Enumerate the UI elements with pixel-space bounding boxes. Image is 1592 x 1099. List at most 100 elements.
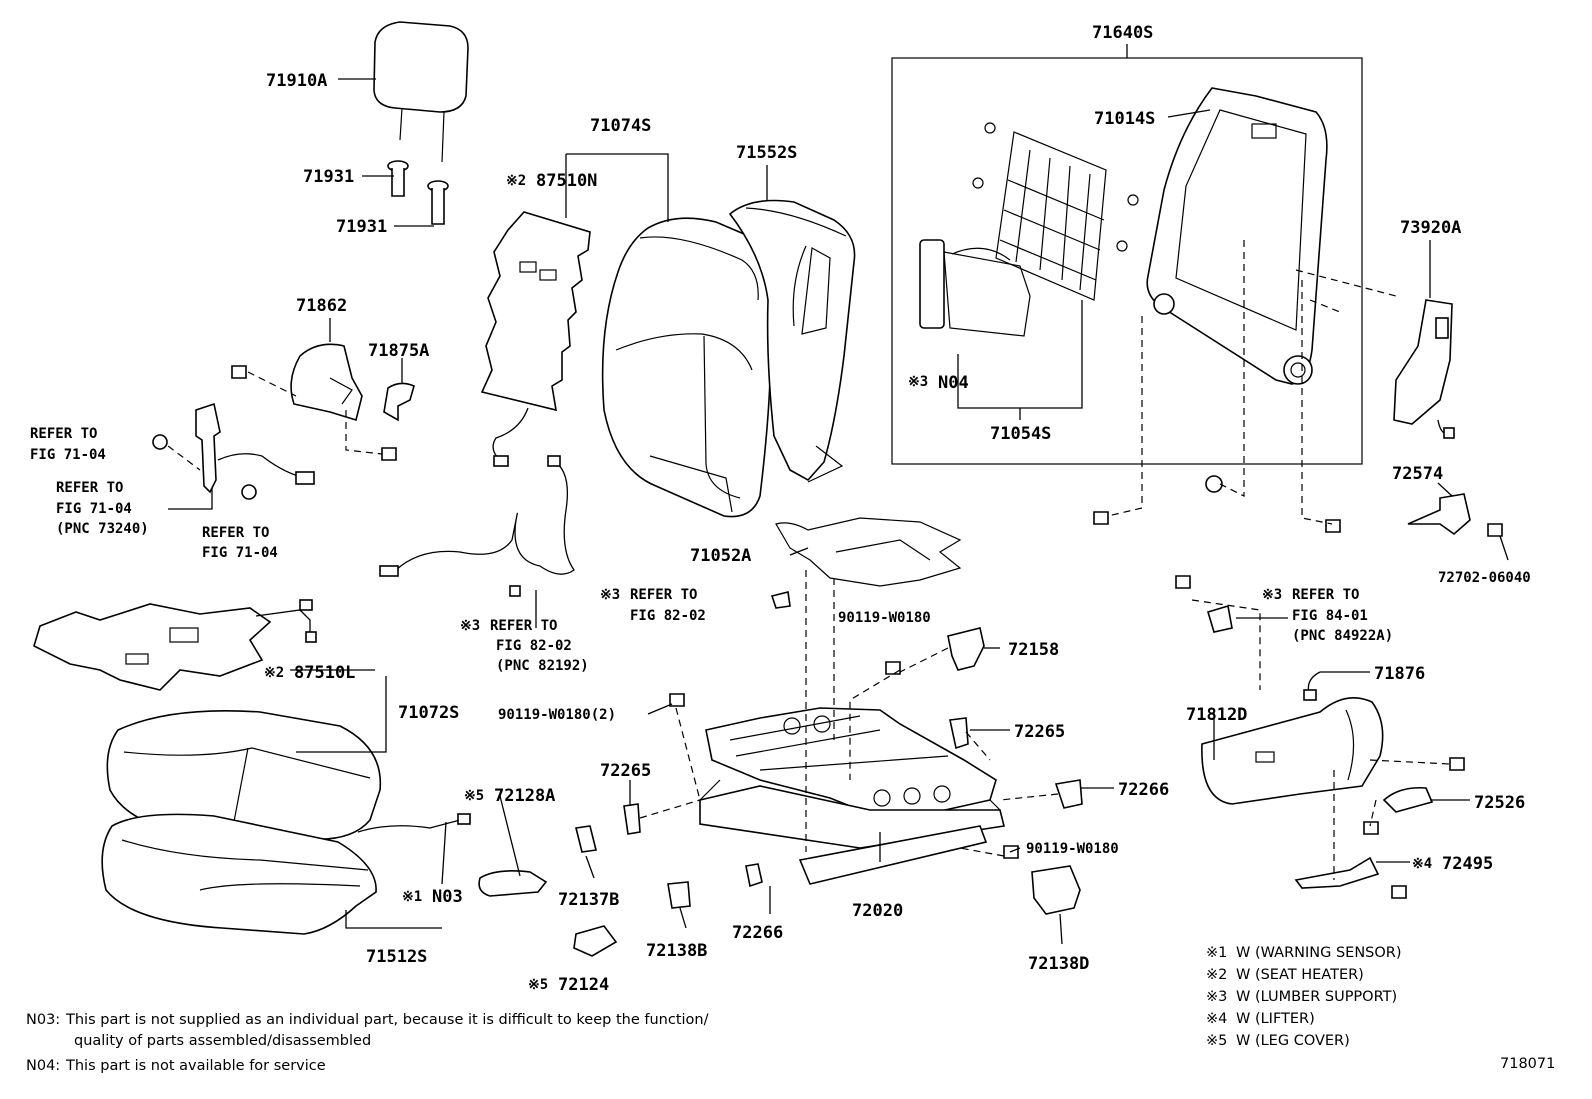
- warning-sensor-part[interactable]: [357, 813, 471, 833]
- knob-72526-part[interactable]: [1382, 786, 1434, 813]
- label-72495[interactable]: 72495: [1442, 854, 1493, 874]
- belt-cover-71862-part[interactable]: [290, 343, 363, 422]
- label-72138D[interactable]: 72138D: [1028, 954, 1089, 974]
- label-72702-06040[interactable]: 72702-06040: [1438, 570, 1531, 586]
- refer-a-line2[interactable]: FIG 71-04: [30, 447, 106, 463]
- refer-e-line2[interactable]: FIG 82-02: [630, 608, 706, 624]
- note-n03-code: N03:: [26, 1012, 60, 1028]
- label-71072S[interactable]: 71072S: [398, 703, 459, 723]
- seatback-cover-part[interactable]: [601, 217, 777, 518]
- refer-c-line1[interactable]: REFER TO: [202, 525, 269, 541]
- seat-shield-part[interactable]: [1201, 696, 1384, 805]
- label-72137B[interactable]: 72137B: [558, 890, 619, 910]
- label-71876[interactable]: 71876: [1374, 664, 1425, 684]
- assembly-dash-lines: [167, 240, 1451, 880]
- label-72526[interactable]: 72526: [1474, 793, 1525, 813]
- refer-b-line2[interactable]: FIG 71-04: [56, 501, 132, 517]
- cushion-cover-part[interactable]: [106, 710, 382, 840]
- part-labels: 71910A 71931 71931 71074S ※2 87510N 7155…: [30, 23, 1531, 995]
- refer-d-line1[interactable]: REFER TO: [490, 618, 557, 634]
- refer-d-line3[interactable]: (PNC 82192): [496, 658, 589, 674]
- label-71875A[interactable]: 71875A: [368, 341, 429, 361]
- legend-mark-1: ※1: [1206, 945, 1227, 961]
- belt-buckle-part[interactable]: [195, 402, 315, 494]
- label-72574[interactable]: 72574: [1392, 464, 1443, 484]
- seatback-heater-part[interactable]: [480, 211, 591, 467]
- refer-f-line2[interactable]: FIG 84-01: [1292, 608, 1368, 624]
- label-N03[interactable]: N03: [432, 887, 463, 907]
- label-72266-right[interactable]: 72266: [1118, 780, 1169, 800]
- lifter-knob-72495-part[interactable]: [1294, 856, 1380, 889]
- leg-cover-72128A-part[interactable]: [478, 870, 548, 897]
- label-71552S[interactable]: 71552S: [736, 143, 797, 163]
- label-72265-right[interactable]: 72265: [1014, 722, 1065, 742]
- note-n03-line2: quality of parts assembled/disassembled: [74, 1033, 371, 1049]
- bolts-right: [669, 475, 1503, 899]
- label-73920A[interactable]: 73920A: [1400, 218, 1461, 238]
- label-71512S[interactable]: 71512S: [366, 947, 427, 967]
- clip-71876-part[interactable]: [1303, 671, 1321, 701]
- label-71014S[interactable]: 71014S: [1094, 109, 1155, 129]
- cover-72138B-part[interactable]: [667, 881, 691, 909]
- label-bolt-a[interactable]: 90119-W0180: [838, 610, 931, 626]
- refer-f-line1[interactable]: REFER TO: [1292, 587, 1359, 603]
- label-71074S[interactable]: 71074S: [590, 116, 651, 136]
- leg-cover-72124-part[interactable]: [573, 925, 618, 957]
- refer-b-line3[interactable]: (PNC 73240): [56, 521, 149, 537]
- label-72124[interactable]: 72124: [558, 975, 609, 995]
- mark-lumbar: ※3: [908, 374, 928, 390]
- refer-a-line1[interactable]: REFER TO: [30, 426, 97, 442]
- label-71054S[interactable]: 71054S: [990, 424, 1051, 444]
- label-71931-a[interactable]: 71931: [303, 167, 354, 187]
- label-72158[interactable]: 72158: [1008, 640, 1059, 660]
- label-N04[interactable]: N04: [938, 373, 969, 393]
- cushion-heater-part[interactable]: [33, 599, 317, 691]
- refer-f-line3[interactable]: (PNC 84922A): [1292, 628, 1393, 644]
- label-87510N[interactable]: 87510N: [536, 171, 597, 191]
- label-71052A[interactable]: 71052A: [690, 546, 751, 566]
- label-71931-b[interactable]: 71931: [336, 217, 387, 237]
- seat-spring-part[interactable]: [775, 517, 962, 587]
- label-72128A[interactable]: 72128A: [494, 786, 555, 806]
- label-72265-left[interactable]: 72265: [600, 761, 651, 781]
- headrest-support-part[interactable]: [387, 160, 449, 225]
- refer-b-line1[interactable]: REFER TO: [56, 480, 123, 496]
- lumbar-support-mat[interactable]: [995, 131, 1107, 301]
- label-72266-left[interactable]: 72266: [732, 923, 783, 943]
- cover-72266-left-part[interactable]: [745, 863, 763, 888]
- cover-72266-right-part[interactable]: [1054, 779, 1083, 809]
- hinge-cover-72574-part[interactable]: [1407, 493, 1471, 536]
- label-71862[interactable]: 71862: [296, 296, 347, 316]
- side-airbag-part[interactable]: [1393, 299, 1455, 439]
- footnotes: N03: This part is not supplied as an ind…: [26, 1012, 1555, 1074]
- seatback-frame-part[interactable]: [1146, 87, 1328, 385]
- seat-adjuster-part[interactable]: [699, 707, 1005, 885]
- cover-72138D-part[interactable]: [1031, 865, 1081, 915]
- cover-clip-71875A-part[interactable]: [383, 382, 415, 422]
- cover-72137B-part[interactable]: [575, 825, 597, 853]
- mark-sensor: ※1: [402, 889, 422, 905]
- seatback-pad-part[interactable]: [728, 199, 856, 483]
- seat-wire-harness[interactable]: [379, 455, 575, 597]
- cover-72265-right-part[interactable]: [949, 717, 969, 750]
- label-71640S[interactable]: 71640S: [1092, 23, 1153, 43]
- refer-d-line2[interactable]: FIG 82-02: [496, 638, 572, 654]
- legend-text-1: W (WARNING SENSOR): [1236, 945, 1402, 961]
- label-71812D[interactable]: 71812D: [1186, 705, 1247, 725]
- label-72138B[interactable]: 72138B: [646, 941, 707, 961]
- label-72020[interactable]: 72020: [852, 901, 903, 921]
- label-bolt-c[interactable]: 90119-W0180: [1026, 841, 1119, 857]
- cover-72158-part[interactable]: [947, 627, 985, 671]
- figure-id: 718071: [1500, 1056, 1555, 1072]
- label-87510L[interactable]: 87510L: [294, 663, 355, 683]
- label-71910A[interactable]: 71910A: [266, 71, 327, 91]
- cover-72265-left-part[interactable]: [623, 803, 641, 835]
- refer-e-line1[interactable]: REFER TO: [630, 587, 697, 603]
- lumbar-support-unit[interactable]: [919, 239, 1031, 337]
- refer-c-line2[interactable]: FIG 71-04: [202, 545, 278, 561]
- headrest-part[interactable]: [373, 21, 469, 163]
- cushion-pad-part[interactable]: [101, 813, 377, 935]
- label-bolt-b[interactable]: 90119-W0180(2): [498, 707, 616, 723]
- mark-leg-cover-2: ※5: [528, 977, 548, 993]
